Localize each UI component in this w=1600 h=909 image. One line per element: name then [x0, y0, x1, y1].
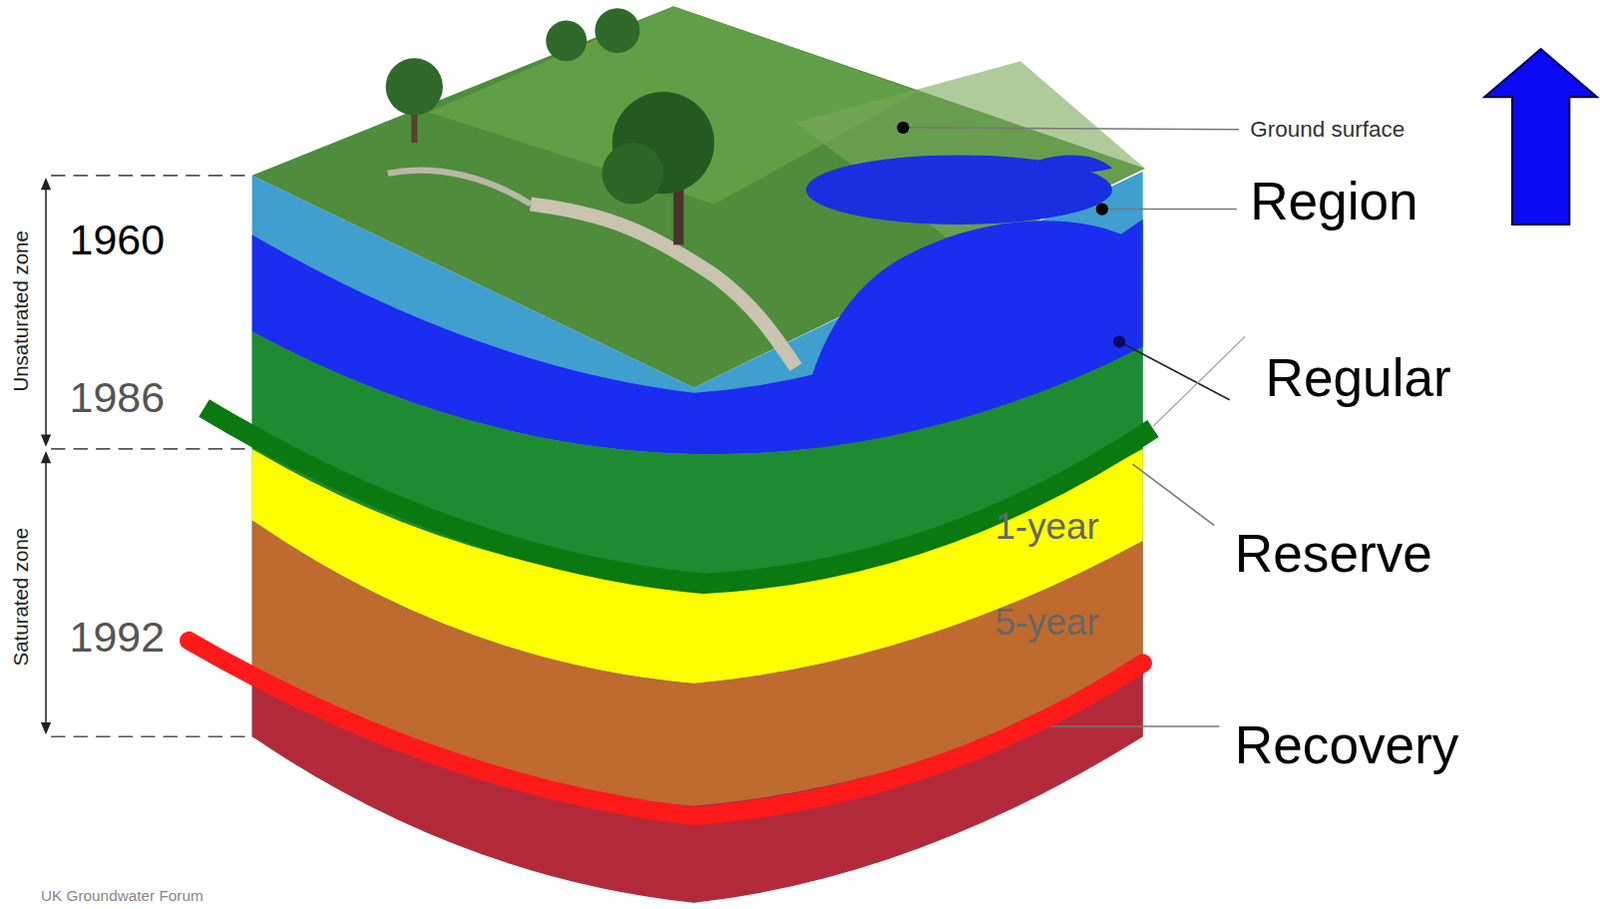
leader-dot — [1113, 335, 1126, 348]
callout-label: Ground surface — [1249, 118, 1405, 141]
band-label: 1-year — [994, 507, 1099, 545]
leader-line — [902, 127, 1239, 130]
reserve-boundary — [204, 407, 1154, 584]
zone-bracket — [44, 179, 47, 445]
leader-line — [1153, 336, 1245, 426]
zone-axis-label: Unsaturated zone — [9, 230, 30, 392]
band-label: 5-year — [994, 603, 1099, 641]
leader-line — [1132, 463, 1214, 525]
zone-name: Reserve — [1234, 526, 1433, 580]
leader-dot — [1096, 202, 1109, 215]
zone-name: Regular — [1264, 351, 1451, 404]
credit-note: UK Groundwater Forum — [40, 887, 204, 903]
arrowhead — [40, 450, 51, 463]
road — [530, 203, 797, 368]
year-label: 1960 — [69, 218, 166, 262]
zone-line — [50, 174, 253, 177]
tree — [386, 57, 443, 115]
arrowhead — [40, 434, 51, 447]
zone-line — [50, 447, 253, 450]
zone-name: Region — [1249, 174, 1419, 228]
zone-bracket — [44, 452, 47, 733]
zone-name: Recovery — [1234, 718, 1460, 772]
zone-axis-label: Saturated zone — [9, 527, 30, 667]
wall — [388, 170, 531, 205]
arrowhead — [40, 722, 51, 735]
up-arrow — [1484, 48, 1598, 225]
leader-line — [1102, 208, 1237, 211]
year-label: 1986 — [69, 376, 166, 419]
pond — [805, 154, 1113, 225]
recovery-layer — [252, 673, 1144, 903]
leader-line — [1119, 342, 1229, 400]
zone-line — [50, 735, 253, 738]
leader-line — [1051, 725, 1220, 728]
recovery-boundary — [188, 640, 1143, 816]
tree — [594, 7, 640, 53]
arrowhead — [40, 177, 51, 190]
tree — [545, 19, 587, 61]
leader-dot — [896, 121, 909, 134]
pond — [1030, 155, 1113, 174]
tree — [602, 142, 664, 204]
year-label: 1992 — [69, 616, 166, 660]
